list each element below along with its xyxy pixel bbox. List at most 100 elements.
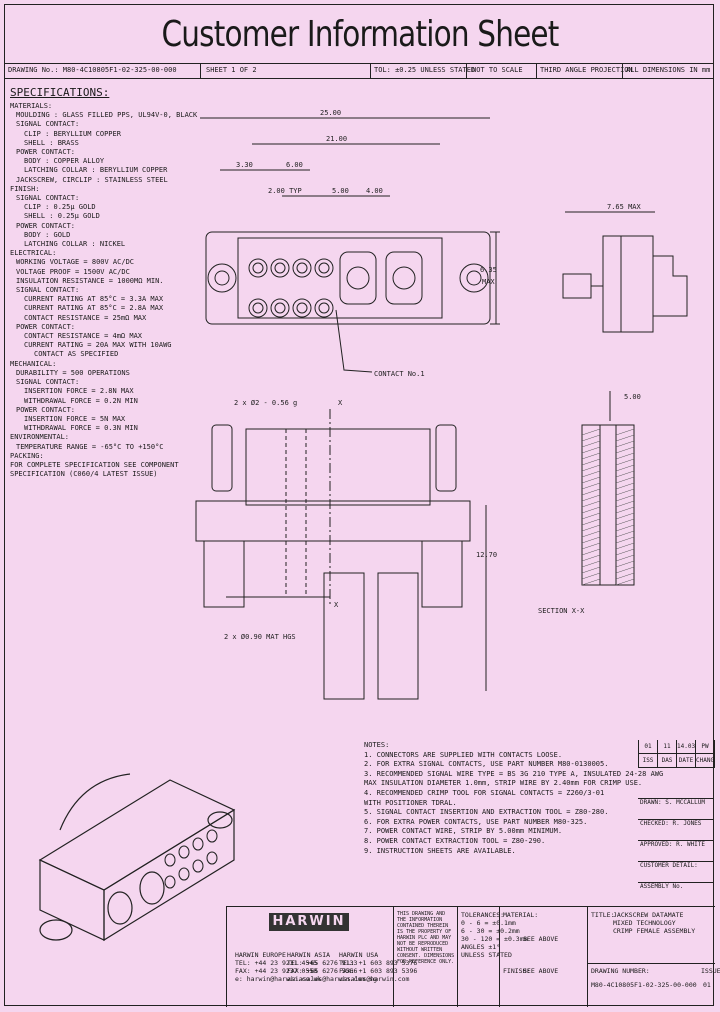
iso-jackscrew-right	[207, 811, 233, 829]
jackscrew-right	[459, 263, 489, 293]
note-line: MAX INSULATION DIAMETER 1.0mm, STRIP WIR…	[364, 779, 643, 788]
power-crimp-2	[377, 572, 419, 700]
dim-side: 7.65 MAX	[607, 203, 642, 211]
revision-cell: ISS	[639, 754, 658, 767]
spec-line: SIGNAL CONTACT:	[16, 378, 80, 387]
header-divider	[370, 63, 371, 78]
hatch-line	[615, 488, 635, 496]
header-sheet: SHEET 1 OF 2	[206, 66, 257, 74]
address-line: ussales@harwin.com	[339, 975, 410, 983]
page-title: Customer Information Sheet	[161, 14, 559, 55]
signal-contact-hole	[318, 302, 330, 314]
hatch-line	[581, 446, 601, 454]
iso-signal-hole	[192, 837, 204, 851]
section-body	[581, 424, 635, 586]
iso-signal-hole	[178, 867, 190, 881]
header-divider	[622, 63, 623, 78]
section-label: SECTION X-X	[538, 607, 585, 615]
spec-line: POWER CONTACT:	[16, 322, 76, 331]
hatch-line	[615, 536, 635, 544]
address-line: e: harwin@harwin.co.uk	[235, 975, 322, 983]
revision-cell: PW	[696, 740, 715, 753]
signal-contact-hole	[252, 262, 264, 274]
material-value: SEE ABOVE	[523, 935, 559, 943]
section-mark-top: X	[338, 399, 343, 407]
side-body	[602, 235, 654, 333]
top-view-drawing: 25.00 21.00 3.30 6.00 2.00 TYP 5.00 4.00…	[200, 109, 500, 378]
address-line: asiasales@harwin.com.sg	[287, 975, 378, 983]
hatch-line	[581, 512, 601, 520]
tolerance-line: TOLERANCES:	[461, 911, 505, 919]
approval-line: CUSTOMER DETAIL:	[638, 861, 714, 882]
spec-line: FINISH:	[10, 184, 40, 193]
dim-5-00: 5.00	[332, 187, 349, 195]
revision-cell: DAS	[658, 754, 677, 767]
hatch-line	[581, 458, 601, 466]
dim-2-00-typ: 2.00 TYP	[268, 187, 302, 195]
hatch-line	[581, 536, 601, 544]
connector-body	[237, 237, 443, 319]
hatch-line	[581, 434, 601, 442]
signal-contact-hole	[296, 302, 308, 314]
signal-contact-hole	[314, 298, 334, 318]
spec-line: BODY : COPPER ALLOY	[24, 157, 105, 166]
title-label: TITLE:	[591, 911, 615, 919]
hatch-line	[615, 572, 635, 580]
hatch-line	[615, 554, 635, 562]
address-line: TEL: +65 6276 9133	[287, 959, 358, 967]
notes-block: NOTES:1. CONNECTORS ARE SUPPLIED WITH CO…	[364, 741, 663, 856]
material-label: MATERIAL:	[503, 911, 539, 919]
iso-signal-hole	[192, 859, 204, 873]
hatch-line	[581, 578, 601, 586]
power-contact-1	[339, 251, 377, 305]
header-bottom-rule	[4, 78, 714, 79]
hatch-line	[615, 518, 635, 526]
spec-line: VOLTAGE PROOF = 1500V AC/DC	[16, 267, 130, 276]
hatch-line	[581, 494, 601, 502]
hatch-line	[581, 452, 601, 460]
hatch-line	[581, 506, 601, 514]
jackscrew-left	[207, 263, 237, 293]
spec-line: ENVIRONMENTAL:	[10, 433, 70, 442]
hatch-line	[615, 446, 635, 454]
address-line: FAX: +65 6276 5566	[287, 967, 358, 975]
note-line: 1. CONNECTORS ARE SUPPLIED WITH CONTACTS…	[364, 750, 563, 759]
hatch-line	[615, 452, 635, 460]
header-tolerance: TOL: ±0.25 UNLESS STATED	[374, 66, 476, 74]
drawing-number: M80-4C10805F1-02-325-00-000	[591, 981, 697, 989]
signal-contact-hole	[248, 258, 268, 278]
header-units: ALL DIMENSIONS IN mm	[626, 66, 711, 74]
hatch-line	[581, 464, 601, 472]
hatch-line	[581, 554, 601, 562]
revision-cell: 14.03.11	[677, 740, 696, 753]
header-drawing-no: DRAWING No.: M80-4C10805F1-02-325-00-000	[8, 66, 177, 74]
header-scale: NOT TO SCALE	[472, 66, 523, 74]
front-view-drawing: 2 x Ø2 - 0.56 g 2 x Ø0.90 MAT HGS 12.70 …	[195, 399, 497, 700]
dim-6-00: 6.00	[286, 161, 303, 169]
finish-label: FINISH:	[503, 967, 531, 975]
spec-line: INSERTION FORCE = 5N MAX	[24, 414, 126, 423]
header-divider	[466, 63, 467, 78]
hatch-line	[581, 428, 601, 436]
spec-line: CURRENT RATING = 20A MAX WITH 10AWG	[24, 341, 172, 350]
spec-line: TEMPERATURE RANGE = -65°C TO +150°C	[16, 442, 164, 451]
drawing-title-line: MIXED TECHNOLOGY	[613, 919, 676, 927]
header-divider	[200, 63, 201, 78]
spec-line: MECHANICAL:	[10, 359, 57, 368]
address-line: FAX: +44 23 9237 0558	[235, 967, 318, 975]
hatch-line	[615, 482, 635, 490]
jackscrew-post-left	[211, 424, 233, 492]
section-mark-bottom: X	[334, 601, 339, 609]
harwin-logo: HARWIN	[269, 913, 349, 931]
issue-value: 01	[703, 981, 711, 989]
dim-height-2: 12.70	[476, 551, 497, 559]
note-line: NOTES:	[364, 741, 390, 749]
spec-line: CLIP : BERYLLIUM COPPER	[24, 129, 121, 138]
spec-line: CURRENT RATING AT 85°C = 2.8A MAX	[24, 304, 164, 313]
dim-front-top: 2 x Ø2 - 0.56 g	[234, 399, 297, 407]
spec-line: LATCHING COLLAR : BERYLLIUM COPPER	[24, 166, 168, 175]
front-leg-left	[203, 540, 245, 608]
